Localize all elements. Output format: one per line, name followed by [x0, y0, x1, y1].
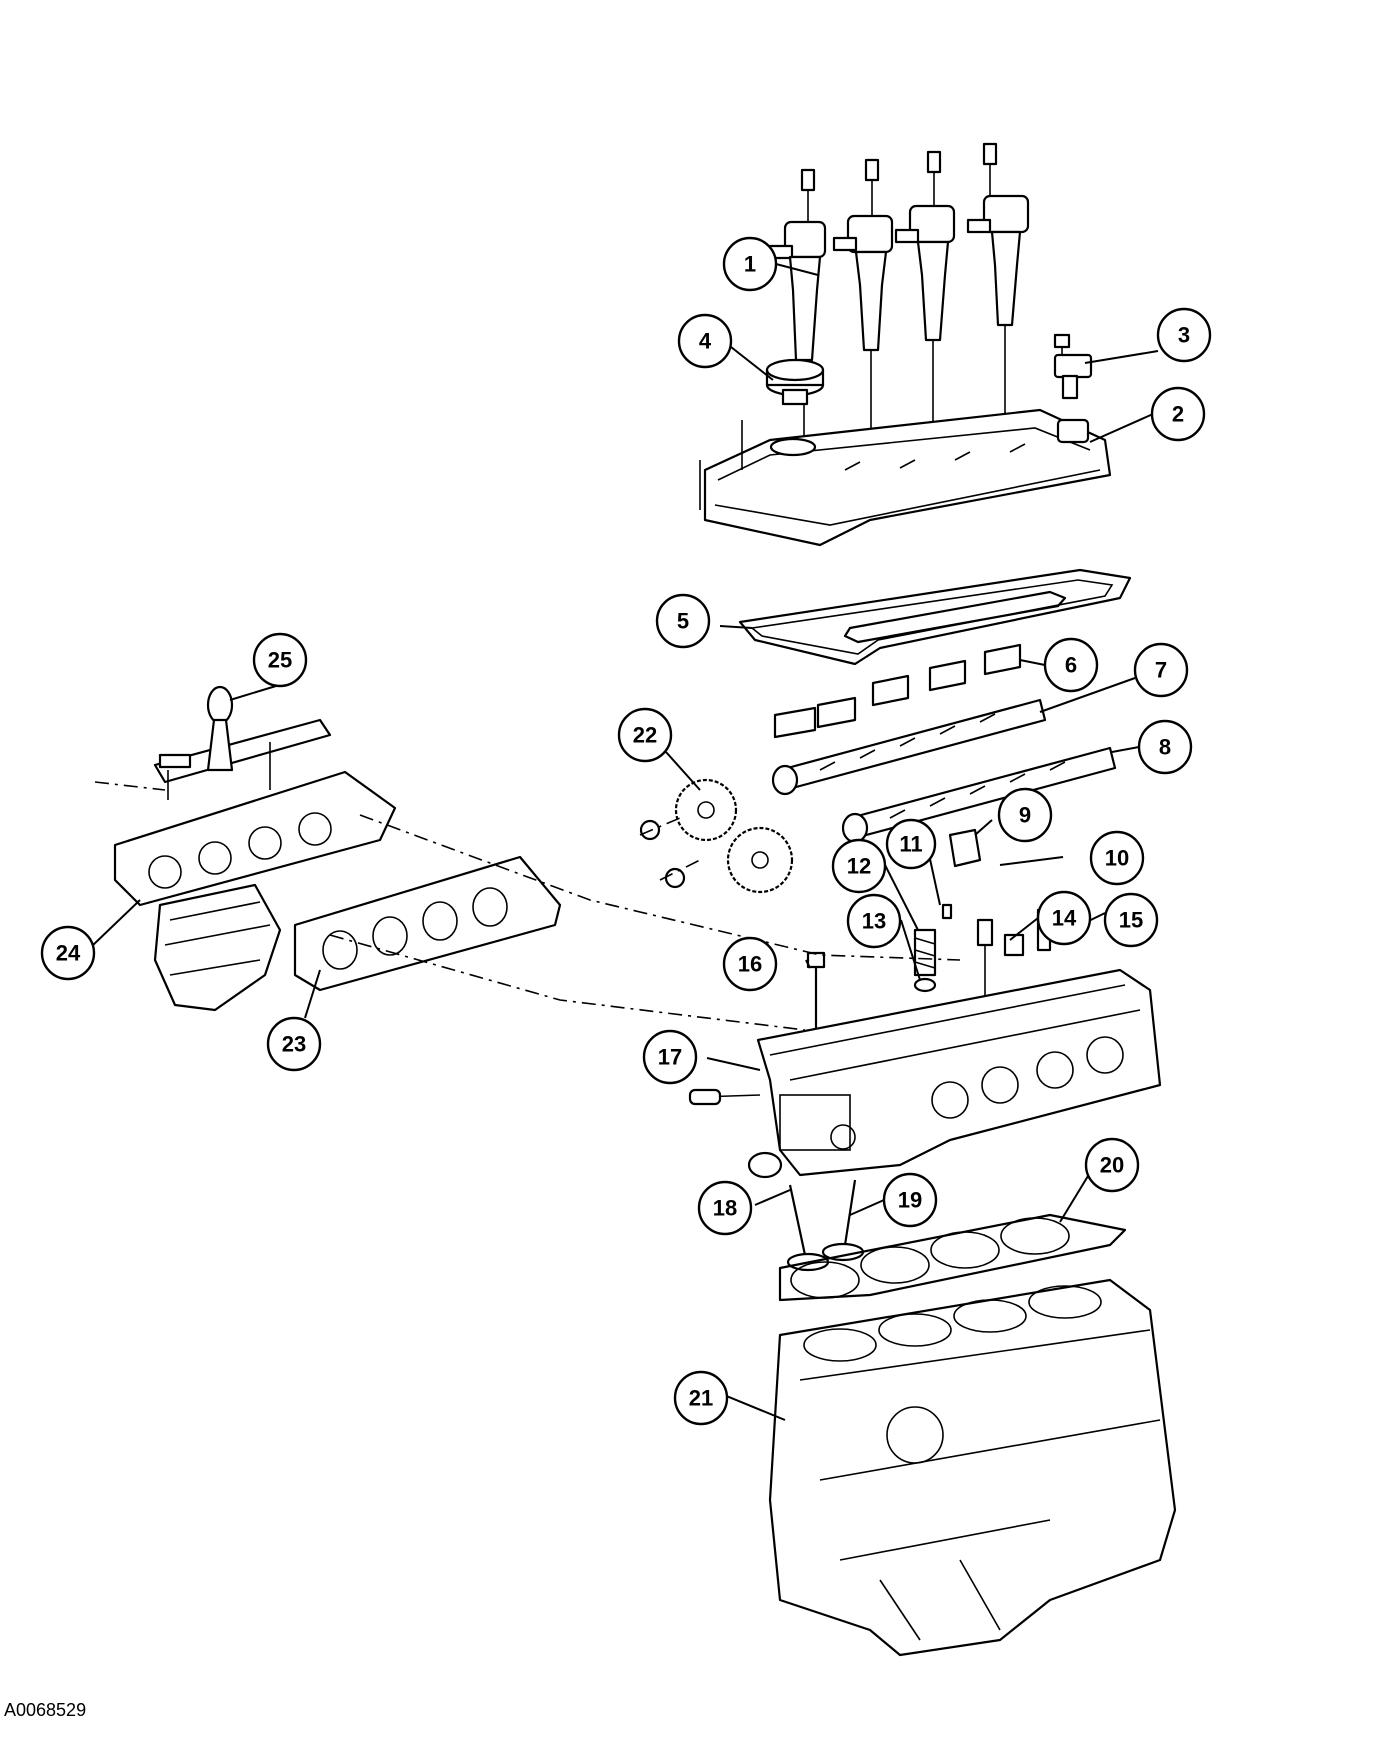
camshaft-bearing-caps [773, 643, 1022, 739]
tappet [948, 828, 982, 868]
intake-camshaft [771, 698, 1047, 796]
callout-22: 22 [617, 707, 673, 763]
oil-filler-cap [765, 358, 825, 406]
callout-12-label: 12 [847, 854, 871, 879]
ignition-coils [768, 142, 1030, 485]
callout-3: 3 [1156, 307, 1212, 363]
callout-9-label: 9 [1019, 803, 1031, 828]
callout-24: 24 [40, 925, 96, 981]
coil-2 [832, 158, 894, 475]
callout-20-label: 20 [1100, 1153, 1124, 1178]
callout-21-label: 21 [689, 1386, 713, 1411]
callout-21: 21 [673, 1370, 729, 1426]
cylinder-block [768, 1278, 1177, 1657]
callout-7-label: 7 [1155, 658, 1167, 683]
exhaust-manifold-catalytic-converter [113, 718, 397, 1012]
callout-4-label: 4 [699, 329, 712, 354]
valve-cover-gasket [738, 568, 1132, 666]
callout-23-label: 23 [282, 1032, 306, 1057]
callout-25: 25 [252, 632, 308, 688]
callout-6-label: 6 [1065, 653, 1077, 678]
head-gasket [778, 1213, 1127, 1302]
callout-13-label: 13 [862, 909, 886, 934]
callout-18-label: 18 [713, 1196, 737, 1221]
callout-4: 4 [677, 313, 733, 369]
callout-17-label: 17 [658, 1045, 682, 1070]
callout-10: 10 [1089, 830, 1145, 886]
callout-23: 23 [266, 1016, 322, 1072]
callout-25-label: 25 [268, 648, 292, 673]
valve-train-parts [913, 828, 1052, 1000]
callout-19: 19 [882, 1172, 938, 1228]
spark-plug-tube [1003, 933, 1025, 957]
temperature-sensor [976, 918, 994, 947]
callout-5: 5 [655, 593, 711, 649]
callout-8-label: 8 [1159, 735, 1171, 760]
coil-3 [894, 150, 956, 465]
valve-cover [699, 408, 1112, 547]
callout-12: 12 [831, 838, 887, 894]
cylinder-head-bolt [806, 951, 826, 1035]
callout-13: 13 [846, 893, 902, 949]
callout-8: 8 [1137, 719, 1193, 775]
callout-24-label: 24 [56, 941, 81, 966]
valve-collet [941, 903, 953, 920]
cylinder-head [688, 968, 1162, 1179]
exhaust-manifold-gasket [293, 855, 562, 992]
valve-stem-seal [913, 977, 937, 993]
callout-20: 20 [1084, 1137, 1140, 1193]
callout-10-label: 10 [1105, 846, 1129, 871]
callout-14: 14 [1036, 890, 1092, 946]
callout-6: 6 [1043, 637, 1099, 693]
camshaft-sprockets [639, 778, 794, 894]
callout-18: 18 [697, 1180, 753, 1236]
camshaft-position-sensor [1053, 333, 1093, 400]
callout-22-label: 22 [633, 723, 657, 748]
callout-15-label: 15 [1119, 908, 1143, 933]
callout-5-label: 5 [677, 609, 689, 634]
lifting-eye [158, 685, 234, 772]
callout-7: 7 [1133, 642, 1189, 698]
callout-1-label: 1 [744, 252, 756, 277]
callout-2-label: 2 [1172, 402, 1184, 427]
callout-9: 9 [997, 787, 1053, 843]
callout-15: 15 [1103, 892, 1159, 948]
callout-16: 16 [722, 936, 778, 992]
callout-3-label: 3 [1178, 323, 1190, 348]
callout-11-label: 11 [899, 832, 922, 857]
callout-2: 2 [1150, 386, 1206, 442]
callout-1: 1 [722, 236, 778, 292]
callout-19-label: 19 [898, 1188, 922, 1213]
assembly-lines [94, 781, 961, 1031]
callout-11: 11 [885, 818, 937, 870]
coil-4 [966, 142, 1030, 455]
callout-14-label: 14 [1052, 906, 1077, 931]
callout-17: 17 [642, 1029, 698, 1085]
callout-16-label: 16 [738, 952, 762, 977]
exhaust-camshaft [841, 746, 1117, 844]
figure-id: A0068529 [4, 1700, 87, 1720]
valves [786, 1179, 865, 1272]
